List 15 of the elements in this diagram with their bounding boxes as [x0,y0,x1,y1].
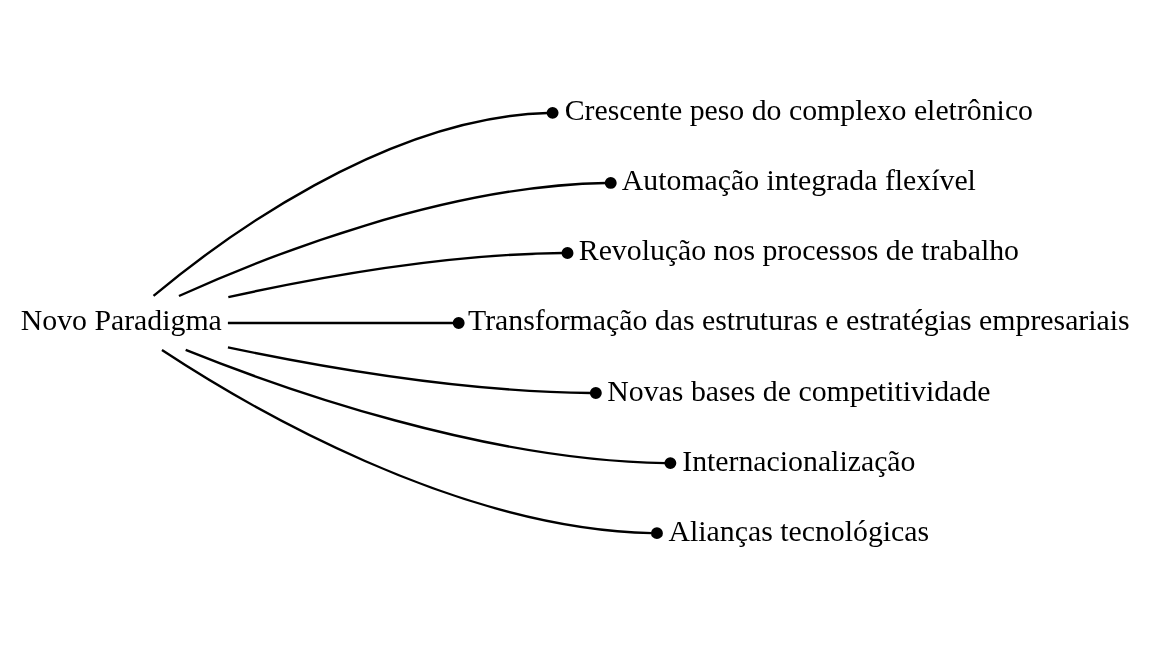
connector [161,349,663,540]
connector [178,176,617,298]
connector [185,348,677,470]
node-text: Crescente peso do complexo eletrônico [564,93,1034,127]
node-text: Automação integrada flexível [621,163,976,197]
node-text: Novo Paradigma [20,303,222,337]
node-text: Revolução nos processos de trabalho [578,233,1019,267]
connector [228,247,574,299]
node-text: Transformação das estruturas e estratégias empresariais [468,303,1130,337]
node-text: Internacionalização [682,443,916,477]
connector [152,106,559,297]
connector [227,346,602,399]
node-text: Alianças tecnológicas [668,513,930,547]
connector [227,317,465,329]
node-text: Novas bases de competitividade [607,373,991,407]
